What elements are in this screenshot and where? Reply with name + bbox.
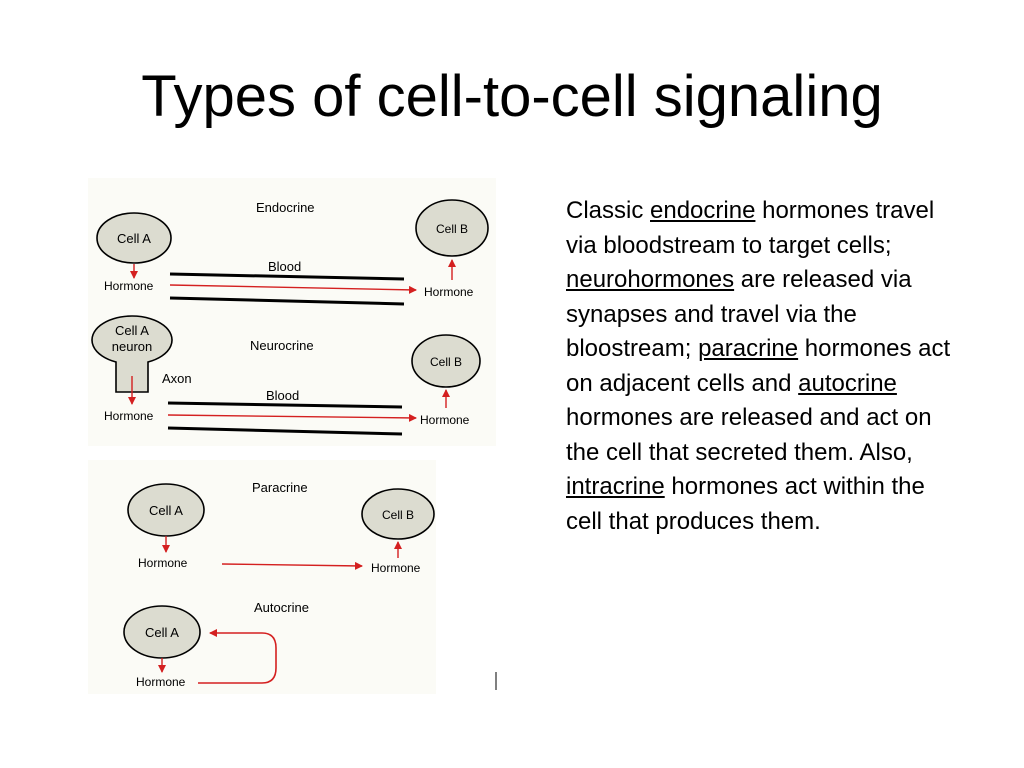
neurocrine-vessel-top bbox=[167, 401, 403, 409]
endocrine-vessel-bottom bbox=[169, 296, 405, 306]
endocrine-heading: Endocrine bbox=[256, 200, 315, 215]
slide-title: Types of cell-to-cell signaling bbox=[141, 64, 883, 129]
neurocrine-neuron-label: neuron bbox=[112, 339, 152, 354]
endocrine-transport-arrow bbox=[169, 284, 417, 294]
autocrine-heading: Autocrine bbox=[254, 600, 309, 615]
autocrine-feedback-arrow bbox=[198, 629, 277, 684]
term-neurohormones: neurohormones bbox=[566, 266, 735, 293]
endocrine-hormone-right: Hormone bbox=[424, 285, 474, 299]
paracrine-cell-a-label: Cell A bbox=[149, 503, 183, 518]
endocrine-vessel-top bbox=[169, 272, 405, 281]
paracrine-hormone-right: Hormone bbox=[371, 561, 421, 575]
autocrine-hormone: Hormone bbox=[136, 675, 186, 689]
body-text-segment: hormones act within the cell that produc… bbox=[566, 473, 925, 535]
neurocrine-cell-b-label: Cell B bbox=[430, 355, 462, 369]
body-text-segment: are released via synapses and travel via… bbox=[566, 266, 912, 362]
autocrine-cell-a-label: Cell A bbox=[145, 625, 179, 640]
paracrine-hormone-left: Hormone bbox=[138, 556, 188, 570]
neurocrine-vessel-bottom bbox=[167, 426, 403, 436]
paracrine-transport-arrow bbox=[221, 561, 363, 570]
paracrine-cell-b-label: Cell B bbox=[382, 508, 414, 522]
endocrine-cell-a bbox=[96, 212, 172, 264]
body-text-segment: hormones act on adjacent cells and bbox=[566, 335, 951, 397]
term-endocrine: endocrine bbox=[650, 197, 756, 224]
neurocrine-hormone-left: Hormone bbox=[104, 409, 154, 423]
endocrine-blood-label: Blood bbox=[268, 259, 301, 274]
term-paracrine: paracrine bbox=[698, 335, 799, 362]
neurocrine-heading: Neurocrine bbox=[250, 338, 314, 353]
neurocrine-blood-label: Blood bbox=[266, 388, 299, 403]
endocrine-cell-b-label: Cell B bbox=[436, 222, 468, 236]
neurocrine-transport-arrow bbox=[167, 413, 417, 422]
signaling-diagram-svg: Endocrine Cell A Hormone Blood Cell B Ho… bbox=[88, 178, 497, 694]
neurocrine-hormone-right: Hormone bbox=[420, 413, 470, 427]
body-text: Classic endocrine hormones travel via bl… bbox=[566, 194, 966, 539]
signaling-diagram: Endocrine Cell A Hormone Blood Cell B Ho… bbox=[86, 178, 502, 696]
body-text-segment: Classic bbox=[566, 197, 651, 224]
neurocrine-cell-a-label: Cell A bbox=[115, 323, 149, 338]
body-text-segment: hormones are released and act on the cel… bbox=[566, 404, 932, 466]
neurocrine-axon-label: Axon bbox=[162, 371, 192, 386]
term-autocrine: autocrine bbox=[798, 369, 897, 397]
paracrine-cell-b bbox=[361, 488, 435, 540]
endocrine-cell-b bbox=[415, 199, 489, 257]
paracrine-heading: Paracrine bbox=[252, 480, 308, 495]
endocrine-cell-a-label: Cell A bbox=[117, 231, 151, 246]
endocrine-hormone-left: Hormone bbox=[104, 279, 154, 293]
neurocrine-neuron bbox=[91, 315, 173, 393]
neurocrine-cell-b bbox=[411, 334, 481, 388]
term-intracrine: intracrine bbox=[566, 473, 665, 500]
body-text-segment: hormones travel via bloodstream to targe… bbox=[566, 197, 935, 259]
